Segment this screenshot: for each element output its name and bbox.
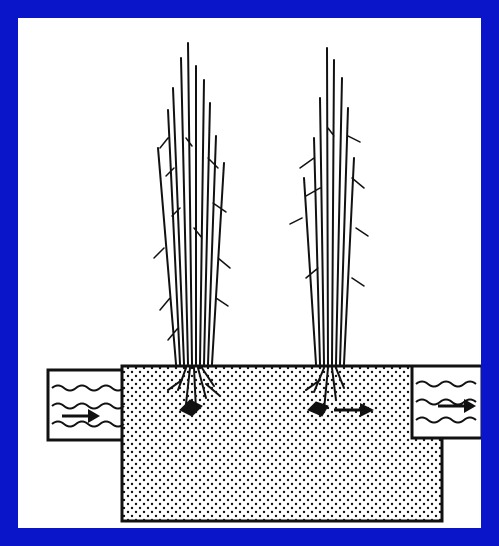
diagram-canvas	[18, 18, 481, 528]
inlet-zone	[48, 370, 124, 440]
reed-plant-left	[154, 43, 230, 416]
constructed-wetland-diagram	[18, 18, 481, 528]
reed-plant-right	[290, 48, 368, 416]
outlet-zone	[412, 366, 481, 438]
